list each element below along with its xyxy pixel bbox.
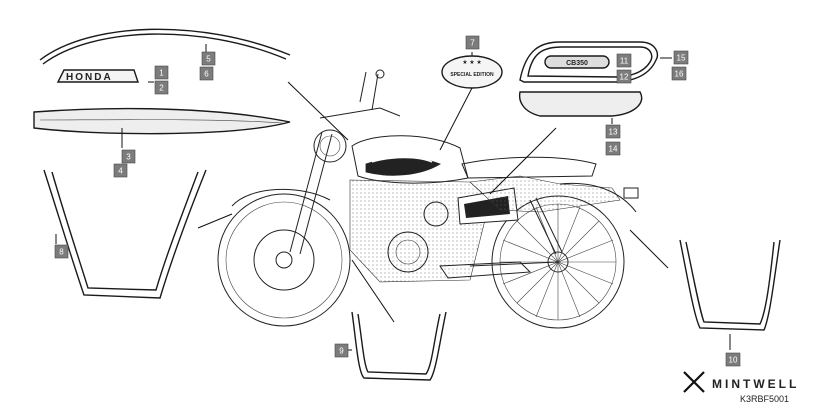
callout-label: 4	[118, 167, 123, 176]
tank-stripe-long	[33, 107, 291, 135]
callout-label: 9	[339, 347, 344, 356]
callout-14: 14	[605, 141, 621, 156]
callout-label: 13	[609, 128, 618, 137]
callout-label: 14	[609, 145, 618, 154]
honda-emblem-text: HONDA	[66, 72, 113, 83]
callout-13: 13	[605, 124, 621, 139]
u-stripe-small	[351, 311, 447, 381]
callout-label: 12	[620, 73, 629, 82]
callout-label: 5	[206, 55, 211, 64]
callout-label: 10	[729, 356, 738, 365]
badge-text: SPECIAL EDITION	[450, 72, 494, 78]
callout-label: 2	[159, 84, 164, 93]
callout-8: 8	[54, 244, 69, 259]
honda-emblem: HONDA	[56, 69, 139, 83]
callout-label: 6	[204, 70, 209, 79]
callout-4: 4	[113, 163, 128, 178]
mintwell-logo-icon	[683, 371, 705, 393]
leader-lines	[55, 44, 731, 351]
side-emblem-text: CB350	[566, 60, 588, 67]
side-cover-lower	[518, 91, 643, 117]
callout-label: 15	[677, 54, 686, 63]
callout-3: 3	[121, 149, 136, 164]
brand-name: MINTWELL	[712, 377, 799, 391]
callout-7: 7	[465, 35, 480, 50]
callout-9: 9	[334, 343, 349, 358]
callout-1: 1	[154, 65, 169, 80]
callout-6: 6	[199, 66, 214, 81]
callout-15: 15	[673, 50, 689, 65]
callout-label: 3	[126, 153, 131, 162]
callout-11: 11	[616, 53, 632, 68]
svg-text:★ ★ ★: ★ ★ ★	[462, 59, 481, 66]
callout-16: 16	[671, 66, 687, 81]
callout-label: 11	[620, 57, 629, 66]
tank-stripe-top	[39, 28, 291, 65]
callout-label: 1	[159, 69, 164, 78]
callout-label: 16	[675, 70, 684, 79]
side-cover-frame: CB350	[519, 41, 659, 83]
fork-stripe-large	[43, 169, 207, 299]
u-stripe-right	[679, 239, 781, 331]
callout-12: 12	[616, 69, 632, 84]
callout-10: 10	[725, 352, 741, 367]
callout-2: 2	[154, 80, 169, 95]
callout-label: 8	[59, 248, 64, 257]
motorcycle-illustration	[217, 69, 639, 329]
part-code: K3RBF5001	[740, 394, 789, 404]
callout-5: 5	[201, 51, 216, 66]
special-edition-badge: ★ ★ ★ SPECIAL EDITION	[441, 55, 503, 89]
callout-label: 7	[470, 39, 475, 48]
